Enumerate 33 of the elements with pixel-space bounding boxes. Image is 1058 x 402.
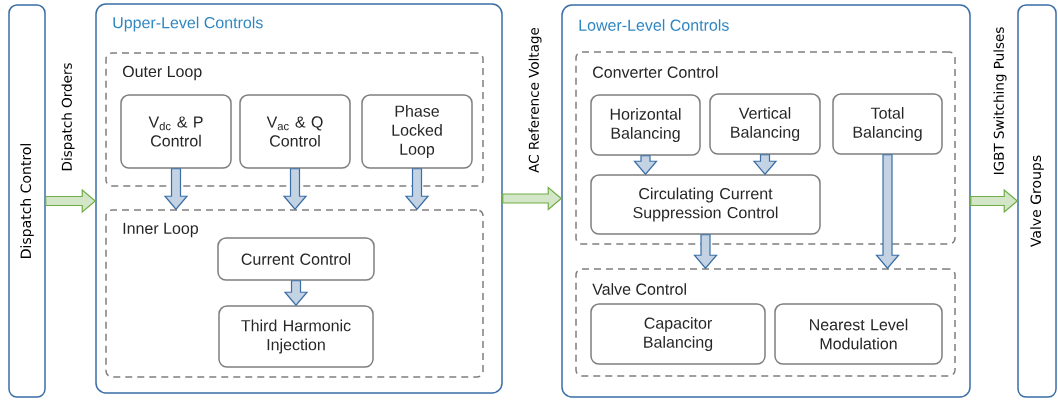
group-title: Converter Control: [593, 66, 718, 78]
edge-label: IGBT Switching Pulses: [993, 27, 1007, 174]
process-box: Nearest Level Modulation: [774, 303, 943, 365]
block-arrow: [875, 154, 900, 270]
block-arrow: [752, 154, 778, 176]
process-box: Circulating Current Suppression Control: [590, 174, 821, 235]
group-title: Inner Loop: [123, 222, 198, 238]
process-box: Vertical Balancing: [709, 93, 821, 155]
side-box: Valve Groups: [1017, 4, 1057, 398]
block-arrow: [693, 234, 718, 270]
block-arrow: [163, 168, 189, 211]
group-title: Valve Control: [592, 283, 686, 295]
block-arrow: [633, 155, 658, 176]
process-box: V$_{ac}$ & Q Control: [239, 94, 351, 169]
process-box: Phase Locked Loop: [361, 94, 473, 169]
group-title: Outer Loop: [122, 65, 202, 81]
edge-label: Dispatch Orders: [61, 63, 75, 171]
process-box: Capacitor Balancing: [590, 303, 766, 365]
block-arrow: [970, 188, 1019, 214]
process-box: Third Harmonic Injection: [218, 305, 374, 368]
panel-title: Upper-Level Controls: [113, 16, 263, 32]
panel-title: Lower-Level Controls: [579, 19, 729, 31]
block-arrow: [282, 168, 308, 211]
edge-label: AC Reference Voltage: [528, 27, 542, 173]
process-box: Total Balancing: [832, 93, 943, 155]
block-arrow: [45, 188, 97, 214]
process-box: V$_{dc}$ & P Control: [120, 94, 232, 169]
block-arrow: [502, 186, 563, 211]
block-arrow: [404, 168, 430, 211]
block-arrow: [283, 280, 309, 307]
process-box: Current Control: [217, 237, 375, 281]
side-box: Dispatch Control: [8, 4, 46, 398]
process-box: Horizontal Balancing: [590, 94, 701, 156]
